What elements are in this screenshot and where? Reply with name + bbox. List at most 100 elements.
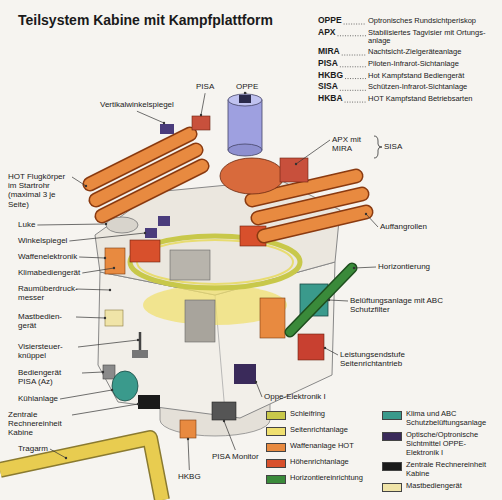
abbreviation-text: Stabilisiertes Tagvisier mit Ortungs- an… <box>368 29 496 46</box>
legend-text: Klima und ABC Schutzbelüftungsanlage <box>406 410 496 427</box>
leader-dot <box>102 371 104 373</box>
abbreviation-text: Nachtsicht-Zielgeräteanlage <box>368 48 496 57</box>
legend-text: Optische/Optronische Sichtmittel OPPE-El… <box>406 431 496 457</box>
leader-line <box>366 214 378 227</box>
legend-text: Seitenrichtanlage <box>290 426 348 435</box>
legend-text: Höhenrichtanlage <box>290 458 349 467</box>
abbreviation-rule <box>340 90 366 91</box>
legend-text: Waffenanlage HOT <box>290 442 354 451</box>
leader-dot <box>105 223 107 225</box>
leader-dot <box>200 114 202 116</box>
leader-dot <box>85 185 87 187</box>
callout-label: PISA Monitor <box>212 452 259 461</box>
leader-dot <box>187 438 189 440</box>
abbreviation: HKBG <box>318 71 343 81</box>
callout-label: Auffangrollen <box>380 222 427 231</box>
leader-dot <box>104 257 106 259</box>
legend-swatch <box>266 427 286 436</box>
leader-line <box>82 372 103 373</box>
callout-label: Winkelspiegel <box>18 236 67 245</box>
leader-dot <box>137 403 139 405</box>
abbreviation-text: Piloten-Infrarot-Sichtanlage <box>368 60 496 69</box>
leader-dot <box>65 457 67 459</box>
abbreviation: OPPE <box>318 16 342 26</box>
callout-label: Mastbedien- gerät <box>18 312 74 330</box>
callout-label: PISA <box>196 82 214 91</box>
callout-label: APX mit MIRA <box>332 135 372 153</box>
leader-dot <box>244 92 246 94</box>
leader-dot <box>144 232 146 234</box>
legend-text: Schleifring <box>290 410 325 419</box>
leader-line <box>201 93 205 115</box>
leader-dot <box>163 122 165 124</box>
callout-label: Luke <box>18 220 35 229</box>
leader-line <box>76 289 110 290</box>
leader-line <box>79 257 105 258</box>
callout-label: OPPE <box>236 82 258 91</box>
callout-label: Oppe-Elektronik I <box>264 392 326 401</box>
abbreviation-text: Schützen-Infrarot-Sichtanlage <box>368 83 496 92</box>
abbreviation-text: Hot Kampfstand Bediengerät <box>368 72 496 81</box>
leader-line <box>137 111 164 123</box>
leader-line <box>82 268 114 273</box>
legend-swatch <box>266 459 286 468</box>
callout-label: Kühlanlage <box>18 394 58 403</box>
leader-line <box>78 340 138 347</box>
leader-line <box>224 421 235 450</box>
legend-text: Zentrale Rechnereinheit Kabine <box>406 461 496 478</box>
callout-label: Klimabediengerät <box>18 268 80 277</box>
abbreviation: PISA <box>318 59 338 69</box>
abbreviation-rule <box>342 55 366 56</box>
callout-label: HKBG <box>178 472 201 481</box>
callout-label: Horizontierung <box>378 262 430 271</box>
callout-label: Vertikalwinkelspiegel <box>100 100 174 109</box>
legend-text: Horizontiereinrichtung <box>290 474 363 483</box>
leader-line <box>256 382 262 397</box>
abbreviation-rule <box>337 35 366 36</box>
callout-label: Tragarm <box>18 444 48 453</box>
leader-line <box>354 267 376 268</box>
legend-swatch <box>382 462 402 471</box>
leader-dot <box>328 299 330 301</box>
callout-label: Bediengerät PISA (Az) <box>18 368 80 386</box>
legend-swatch <box>266 411 286 420</box>
leader-line <box>37 224 106 225</box>
leader-dot <box>104 317 106 319</box>
leader-dot <box>295 163 297 165</box>
callout-label: Raumüberdruck- messer <box>18 284 74 302</box>
leader-line <box>72 404 138 415</box>
callout-label: HOT Flugkörper im Startrohr (maximal 3 j… <box>8 172 70 209</box>
leader-dot <box>113 267 115 269</box>
abbreviation-rule <box>345 102 366 103</box>
callout-label: Zentrale Rechnereinheit Kabine <box>8 410 70 438</box>
abbreviation-rule <box>345 78 366 79</box>
leader-line <box>50 449 66 458</box>
callout-label: Waffenelektronik <box>18 252 77 261</box>
leader-line <box>329 300 348 301</box>
leader-dot <box>137 339 139 341</box>
abbreviation-text: HOT Kampfstand Betriebsarten <box>368 95 496 104</box>
leader-dot <box>365 213 367 215</box>
callout-label: Belüftungsanlage mit ABC Schutzfilter <box>350 296 454 314</box>
leader-line <box>325 348 338 355</box>
legend-swatch <box>382 411 402 420</box>
leader-line <box>72 177 86 186</box>
legend-swatch <box>382 432 402 441</box>
callout-label: SISA <box>384 142 402 151</box>
legend-swatch <box>266 443 286 452</box>
leader-dot <box>255 381 257 383</box>
leader-line <box>60 390 112 399</box>
legend-swatch <box>382 483 402 492</box>
callout-label: Visiersteuer- knüppel <box>18 342 76 360</box>
leader-dot <box>324 347 326 349</box>
leader-dot <box>353 267 355 269</box>
abbreviation: SISA <box>318 82 338 92</box>
abbreviation-rule <box>340 66 366 67</box>
legend-swatch <box>266 475 286 484</box>
legend-text: Mastbediengerät <box>406 482 496 491</box>
leader-dot <box>109 289 111 291</box>
diagram-title: Teilsystem Kabine mit Kampfplattform <box>18 12 273 28</box>
leader-dot <box>223 420 225 422</box>
abbreviation: MIRA <box>318 47 340 57</box>
